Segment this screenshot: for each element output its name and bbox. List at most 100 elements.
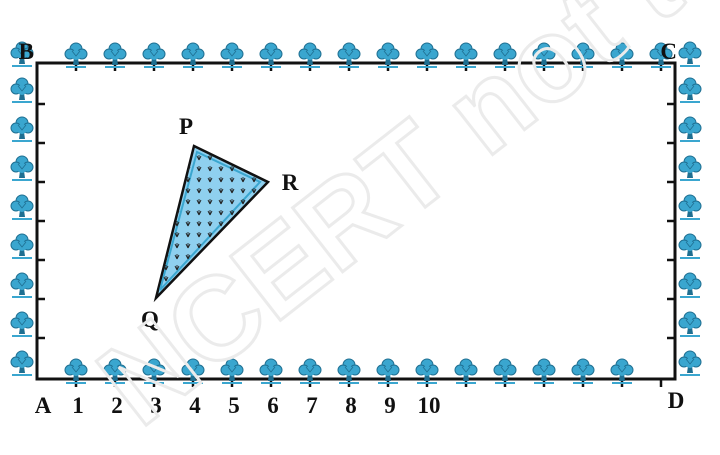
grass-icon <box>262 187 268 194</box>
tree-icon <box>10 272 34 299</box>
grass-icon <box>174 165 180 172</box>
tree-icon <box>10 350 34 377</box>
corner-label-b: B <box>19 39 34 64</box>
grass-icon <box>262 165 268 172</box>
tree-icon <box>10 77 34 104</box>
grass-icon <box>262 154 268 161</box>
scale-number: 7 <box>306 393 318 418</box>
grass-icon <box>156 220 158 227</box>
field-boundary <box>35 61 677 381</box>
grass-icon <box>156 264 158 271</box>
grass-icon <box>251 242 257 249</box>
corner-label-d: D <box>668 388 685 413</box>
grass-icon <box>251 264 257 271</box>
grass-icon <box>262 286 268 293</box>
grass-icon <box>218 253 224 260</box>
grass-icon <box>185 286 191 293</box>
grass-icon <box>251 231 257 238</box>
scale-number: 6 <box>267 393 279 418</box>
grass-icon <box>262 275 268 282</box>
grass-icon <box>156 187 158 194</box>
grass-icon <box>196 275 202 282</box>
scale-number: 8 <box>345 393 357 418</box>
grass-icon <box>229 154 235 161</box>
corner-label-a: A <box>35 393 52 418</box>
grass-icon <box>163 154 169 161</box>
scale-number: 4 <box>189 393 201 418</box>
grass-icon <box>229 231 235 238</box>
boundary-ticks <box>37 63 675 387</box>
scale-number: 1 <box>72 393 84 418</box>
grass-icon <box>251 198 257 205</box>
grass-icon <box>156 242 158 249</box>
grass-icon <box>262 242 268 249</box>
grass-icon <box>163 187 169 194</box>
grass-icon <box>218 275 224 282</box>
bottom-scale: 1 2 3 4 5 6 7 8 9 10 <box>72 393 440 418</box>
grass-icon <box>156 231 158 238</box>
grass-icon <box>163 176 169 183</box>
triangle-pqr <box>153 144 271 303</box>
tree-icon <box>678 41 702 68</box>
grass-icon <box>240 242 246 249</box>
grass-icon <box>163 165 169 172</box>
grass-icon <box>156 165 158 172</box>
grass-icon <box>251 253 257 260</box>
grass-icon <box>156 176 158 183</box>
tree-icon <box>678 350 702 377</box>
grass-icon <box>262 231 268 238</box>
scale-number: 9 <box>384 393 396 418</box>
grass-icon <box>156 198 158 205</box>
grass-icon <box>174 176 180 183</box>
grass-icon <box>156 253 158 260</box>
corner-label-c: C <box>660 39 677 64</box>
grass-icon <box>218 264 224 271</box>
grass-icon <box>262 198 268 205</box>
tree-icon <box>10 311 34 338</box>
grass-icon <box>229 264 235 271</box>
grass-icon <box>156 154 158 161</box>
grass-icon <box>240 154 246 161</box>
grass-icon <box>240 220 246 227</box>
tree-icon <box>10 155 34 182</box>
grass-icon <box>240 275 246 282</box>
scale-number: 3 <box>150 393 162 418</box>
grass-icon <box>262 253 268 260</box>
grass-icon <box>262 220 268 227</box>
scale-number: 5 <box>228 393 240 418</box>
grass-icon <box>240 264 246 271</box>
tree-icon <box>678 233 702 260</box>
scale-number: 2 <box>111 393 123 418</box>
grass-icon <box>163 209 169 216</box>
grass-icon <box>251 209 257 216</box>
grass-icon <box>251 165 257 172</box>
grass-icon <box>174 187 180 194</box>
vertex-label-p: P <box>179 114 193 139</box>
grass-icon <box>196 286 202 293</box>
grass-icon <box>156 209 158 216</box>
tree-icon <box>10 194 34 221</box>
grass-icon <box>262 209 268 216</box>
grass-icon <box>207 286 213 293</box>
grass-icon <box>207 264 213 271</box>
tree-icon <box>678 272 702 299</box>
tree-icon <box>678 155 702 182</box>
grass-icon <box>240 253 246 260</box>
grass-icon <box>163 220 169 227</box>
grass-icon <box>196 264 202 271</box>
vertex-label-q: Q <box>141 307 159 332</box>
grass-icon <box>229 286 235 293</box>
scale-number: 10 <box>418 393 441 418</box>
tree-icon <box>10 116 34 143</box>
grass-icon <box>174 154 180 161</box>
grass-icon <box>229 242 235 249</box>
grass-icon <box>251 275 257 282</box>
grass-icon <box>251 220 257 227</box>
grass-icon <box>262 264 268 271</box>
tree-icon <box>678 116 702 143</box>
grass-icon <box>163 198 169 205</box>
grass-icon <box>207 275 213 282</box>
tree-icon <box>678 194 702 221</box>
tree-icon <box>678 311 702 338</box>
